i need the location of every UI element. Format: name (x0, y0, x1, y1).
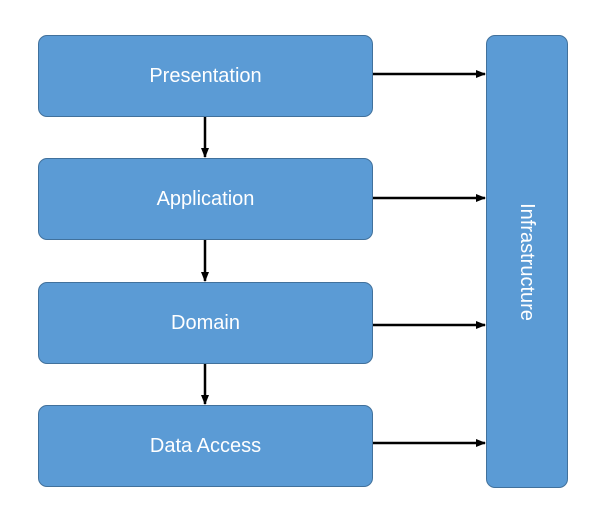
presentation-label: Presentation (149, 65, 262, 87)
application-label: Application (156, 188, 255, 210)
presentation-layer-box: Presentation (38, 35, 373, 117)
infrastructure-box: Infrastructure (486, 35, 568, 488)
domain-label: Domain (171, 312, 240, 334)
data-access-layer-box: Data Access (38, 405, 373, 487)
data-access-label: Data Access (149, 435, 262, 457)
domain-layer-box: Domain (38, 282, 373, 364)
infrastructure-label: Infrastructure (516, 202, 539, 321)
application-layer-box: Application (38, 158, 373, 240)
